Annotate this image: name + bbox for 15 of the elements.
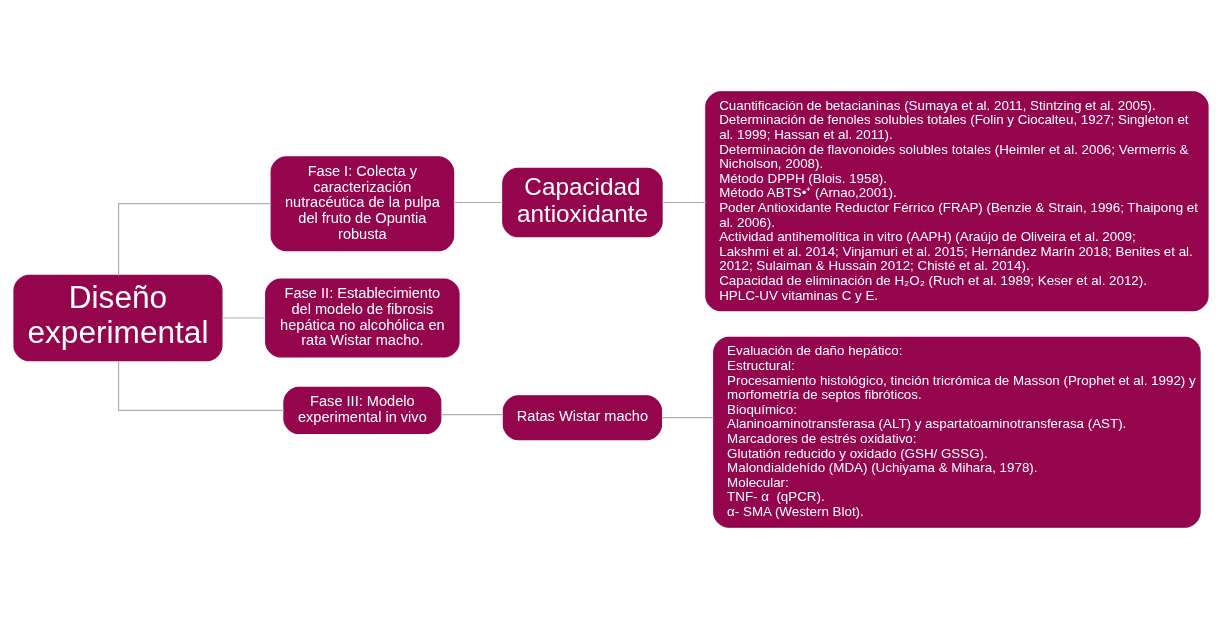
node-box: Evaluación de daño hepático: Estructural: Procesamiento histológico, tinción tricrómica de Masson (Prophet et al. 1992) y morfometría de septos fibróticos. Bioquímico: Alaninoaminotransferasa (ALT) y aspartatoaminotransferasa (AST). Marcadores de estrés oxidativo: Glutatión reducido y oxidado (GSH/ GSSG). Malondialdehído (MDA) (Uchiyama & Mihara, 1978). Molecular: TNF- α (qPCR). α- SMA (Western Blot). — [713, 336, 1201, 528]
node-box: Fase I: Colecta y caracterización nutracéutica de la pulpa del fruto de Opuntia robusta — [270, 156, 455, 252]
connector — [661, 417, 715, 419]
node-box: Ratas Wistar macho — [502, 395, 663, 441]
node-box: Capacidad antioxidante — [502, 167, 663, 238]
connector — [661, 201, 707, 204]
connector — [221, 317, 267, 319]
node-box: Fase II: Establecimiento del modelo de fibrosis hepática no alcohólica en rata Wistar macho. — [265, 278, 460, 358]
connector — [117, 360, 285, 412]
connector — [453, 201, 504, 204]
connector — [117, 203, 272, 277]
node-box: Fase III: Modelo experimental in vivo — [283, 386, 442, 435]
node-box: Diseño experimental — [13, 274, 223, 362]
connector — [440, 414, 504, 416]
node-box: Cuantificación de betacianinas (Sumaya et al. 2011, Stintzing et al. 2005). Determinación de fenoles solubles totales (Folin y Ciocalteu, 1927; Singleton et al. 1999; Hassan et al. 2011). Determinación de flavonoides solubles totales (Heimler et al. 2006; Vermerris & Nicholson, 2008). Método DPPH (Blois. 1958). Método ABTS•⁺ (Arnao,2001). Poder Antioxidante Reductor Férrico (FRAP) (Benzie & Strain, 1996; Thaipong et al. 2006). Actividad antihemolítica in vitro (AAPH) (Araújo de Oliveira et al. 2009; Lakshmi et al. 2014; Vinjamuri et al. 2015; Hernández Marín 2018; Benites et al. 2012; Sulaiman & Hussain 2012; Chisté et al. 2014). Capacidad de eliminación de H₂O₂ (Ruch et al. 1989; Keser et al. 2012). HPLC-UV vitaminas C y E. — [705, 91, 1209, 312]
